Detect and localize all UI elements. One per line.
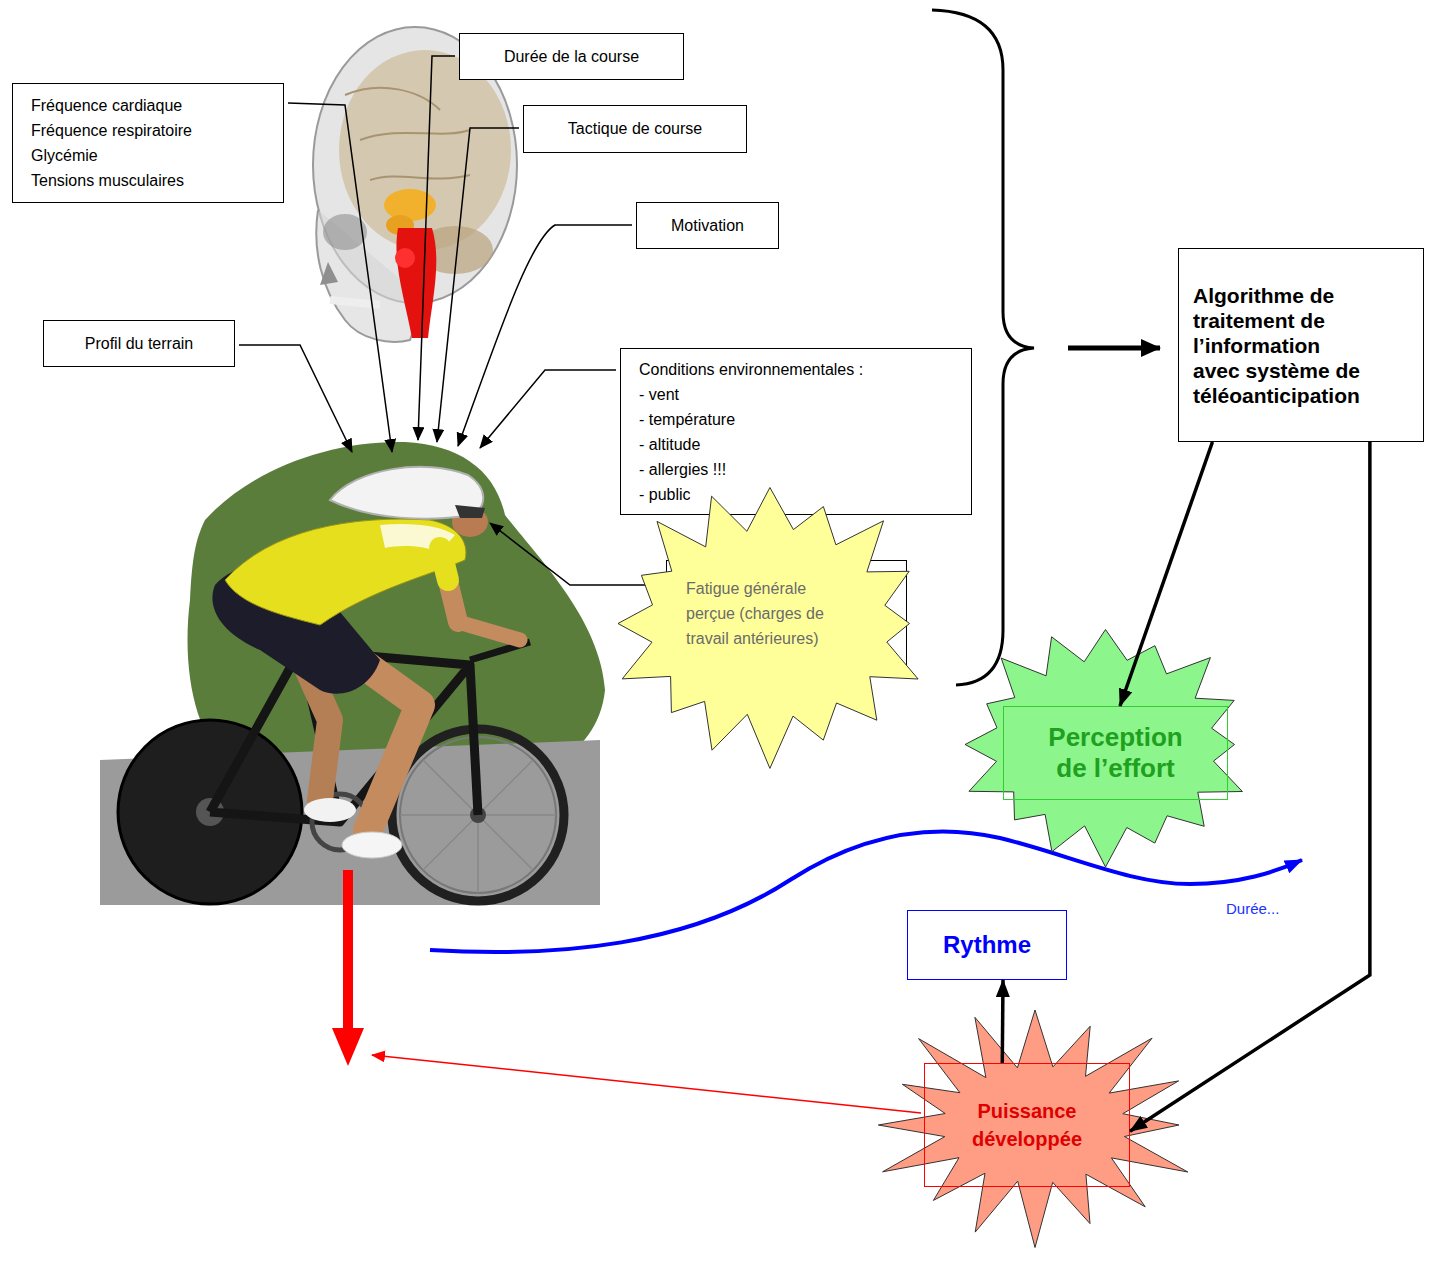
starburst-shape: [924, 1063, 1130, 1187]
input-list-box: Fréquence cardiaqueFréquence respiratoir…: [12, 83, 284, 203]
fatigue-starburst: Fatigue générale perçue (charges de trav…: [666, 560, 907, 667]
node-text: Rythme: [924, 931, 1050, 959]
node-text: - public: [639, 482, 953, 507]
node-text: - allergies !!!: [639, 457, 953, 482]
starburst: [618, 488, 918, 769]
node-frame: [925, 1064, 1130, 1187]
node-text: Puissance développée: [944, 1097, 1110, 1153]
cyclist: [458, 622, 520, 640]
node-text: Tensions musculaires: [31, 168, 265, 193]
leader-lines: [418, 56, 455, 440]
axis-label: Durée...: [1226, 900, 1279, 917]
leader-lines: [458, 225, 632, 446]
process-box: Algorithme de traitement de l’informatio…: [1178, 248, 1424, 442]
power-starburst: Puissance développée: [924, 1063, 1130, 1187]
skull-brain: [345, 88, 470, 180]
conditions-box: Conditions environnementales :- vent- te…: [620, 348, 972, 515]
cyclist: [342, 832, 402, 858]
leader-lines: [288, 103, 392, 452]
node-text: Perception de l’effort: [1040, 722, 1191, 784]
skull-brain: [320, 262, 338, 285]
cyclist: [455, 505, 485, 518]
leader-lines: [437, 128, 519, 442]
skull-brain: [395, 248, 415, 268]
power-output-arrow: [332, 1028, 364, 1066]
starburst: [878, 1010, 1188, 1248]
node-text: Glycémie: [31, 143, 265, 168]
starburst: [965, 630, 1242, 868]
leader-lines: [480, 370, 616, 448]
leader-lines: [239, 345, 352, 452]
node-text: - altitude: [639, 432, 953, 457]
node-text: Conditions environnementales :: [639, 357, 953, 382]
node-frame: [1004, 707, 1228, 800]
factor-box: Profil du terrain: [43, 320, 235, 367]
brace-arrow: [1068, 346, 1160, 351]
cyclist: [440, 548, 448, 580]
rhythm-box: Rythme: [907, 910, 1067, 980]
perception-starburst: Perception de l’effort: [1003, 706, 1228, 800]
factor-box: Durée de la course: [459, 33, 684, 80]
leader-lines: [490, 523, 662, 585]
factor-box: Motivation: [636, 202, 779, 249]
skull-brain: [384, 189, 436, 221]
node-text: Fréquence respiratoire: [31, 118, 265, 143]
node-text: Profil du terrain: [60, 333, 218, 355]
node-text: Durée de la course: [476, 46, 667, 68]
skull-brain: [339, 50, 511, 250]
cyclist: [225, 519, 466, 625]
factor-box: Tactique de course: [523, 105, 747, 153]
power-output-arrow: [332, 870, 921, 1113]
node-text: - température: [639, 407, 953, 432]
power-output-arrow: [343, 870, 353, 1030]
cyclist: [100, 442, 605, 905]
node-text: Fatigue générale perçue (charges de trav…: [686, 576, 846, 651]
duration-curve: [430, 831, 1302, 952]
node-text: Fréquence cardiaque: [31, 93, 265, 118]
node-text: - vent: [639, 382, 953, 407]
node-text: Motivation: [653, 215, 762, 237]
cyclist: [440, 548, 458, 622]
skull-brain: [396, 228, 436, 338]
node-text: Algorithme de traitement de l’informatio…: [1193, 283, 1367, 408]
power-output-arrow: [372, 1055, 921, 1113]
cyclist: [304, 798, 356, 822]
flow-arrow: [1001, 980, 1005, 1063]
node-text: Tactique de course: [540, 118, 730, 140]
